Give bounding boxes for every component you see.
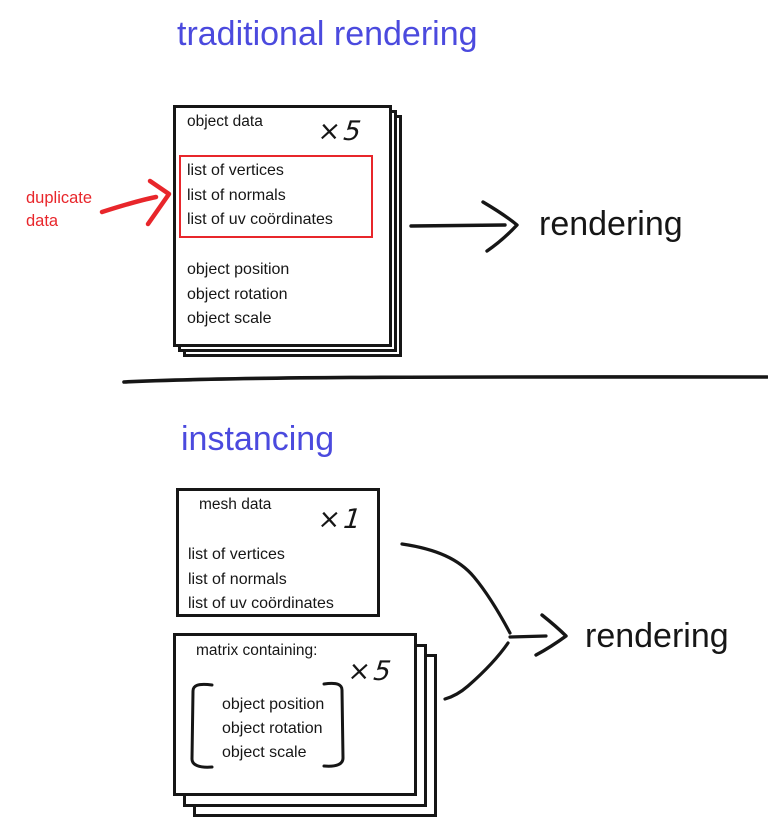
rendering-label-instancing: rendering: [585, 617, 729, 655]
duplicate-data-label-line: duplicate: [26, 189, 93, 207]
mesh-card-multiplier: ×1: [316, 504, 366, 535]
per-object-item: object position: [187, 261, 290, 278]
mesh-data-list: list of vertices list of normals list of…: [188, 543, 334, 617]
per-object-item: object scale: [187, 310, 272, 327]
mesh-data-item: list of vertices: [188, 546, 285, 563]
rendering-label-traditional: rendering: [539, 205, 683, 243]
duplicate-item: list of normals: [187, 186, 286, 204]
matrix-content-item: object position: [222, 696, 325, 713]
duplicate-data-highlight-box: list of vertices list of normals list of…: [179, 155, 373, 238]
duplicate-item: list of vertices: [187, 162, 284, 179]
per-object-list: object position object rotation object s…: [187, 258, 289, 332]
matrix-card-multiplier: ×5: [346, 656, 396, 687]
object-data-card: object data ×5 list of vertices list of …: [173, 105, 392, 347]
mesh-data-item: list of uv coördinates: [188, 595, 334, 612]
straight-arrow-icon: [409, 200, 519, 253]
matrix-content-item: object scale: [222, 744, 307, 761]
traditional-section-title: traditional rendering: [177, 15, 478, 53]
object-card-multiplier: ×5: [316, 116, 366, 147]
duplicate-data-arrow: [99, 178, 172, 227]
matrix-content-list: object position object rotation object s…: [222, 693, 324, 765]
duplicate-data-label-line: data: [26, 212, 59, 230]
mesh-card-title: mesh data: [199, 496, 272, 513]
duplicate-item: list of uv coördinates: [187, 211, 333, 228]
matrix-data-card: matrix containing: ×5 object position ob…: [173, 633, 417, 796]
mesh-data-card: mesh data ×1 list of vertices list of no…: [176, 488, 380, 617]
per-object-item: object rotation: [187, 285, 288, 303]
matrix-content-item: object rotation: [222, 720, 323, 737]
matrix-card-title: matrix containing:: [196, 642, 318, 659]
object-card-title: object data: [187, 113, 263, 130]
divider-line: [122, 375, 768, 384]
duplicate-data-label: duplicate data: [26, 187, 92, 233]
mesh-data-item: list of normals: [188, 570, 287, 588]
instancing-section-title: instancing: [181, 420, 335, 458]
